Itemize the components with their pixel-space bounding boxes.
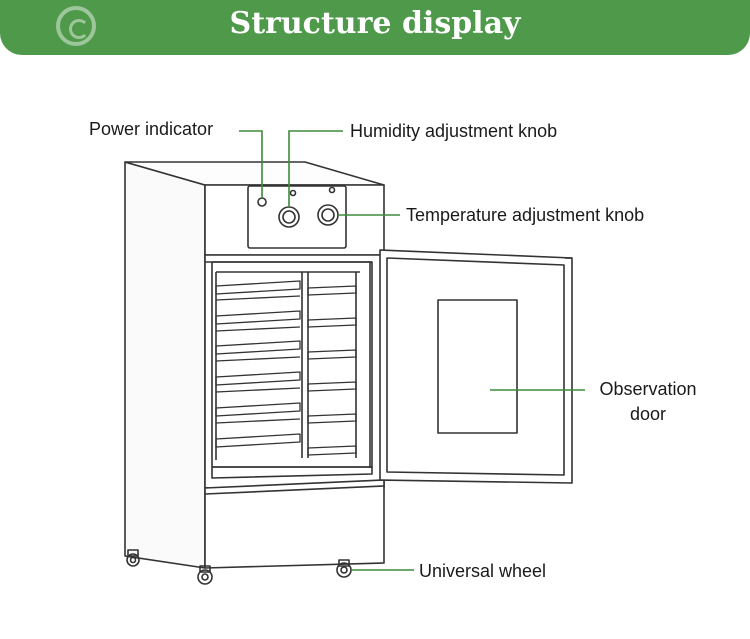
leader-humidity [288, 130, 343, 207]
company-logo-icon [56, 6, 96, 46]
label-observation-door-line2: door [629, 404, 667, 424]
label-universal-wheel: Universal wheel [419, 561, 547, 581]
wheel-left-rear [126, 549, 140, 567]
title-banner: Structure display [0, 0, 750, 55]
control-plate [247, 185, 347, 249]
cabinet-side [124, 161, 206, 569]
label-observation-door: Observation door [588, 377, 708, 427]
label-power-indicator: Power indicator [89, 119, 214, 139]
door-window [437, 299, 518, 434]
wheel-left-front [197, 565, 213, 585]
banner-title: Structure display [229, 6, 521, 41]
label-temperature-knob: Temperature adjustment knob [406, 205, 645, 225]
chamber-frame [204, 254, 385, 489]
base-drawer [204, 479, 385, 569]
wheel-right-front [336, 559, 352, 578]
label-observation-door-line1: Observation [599, 379, 697, 399]
label-humidity-knob: Humidity adjustment knob [350, 121, 558, 141]
leader-power [239, 130, 263, 198]
tray-rack [215, 280, 357, 456]
leader-lines [239, 130, 585, 571]
